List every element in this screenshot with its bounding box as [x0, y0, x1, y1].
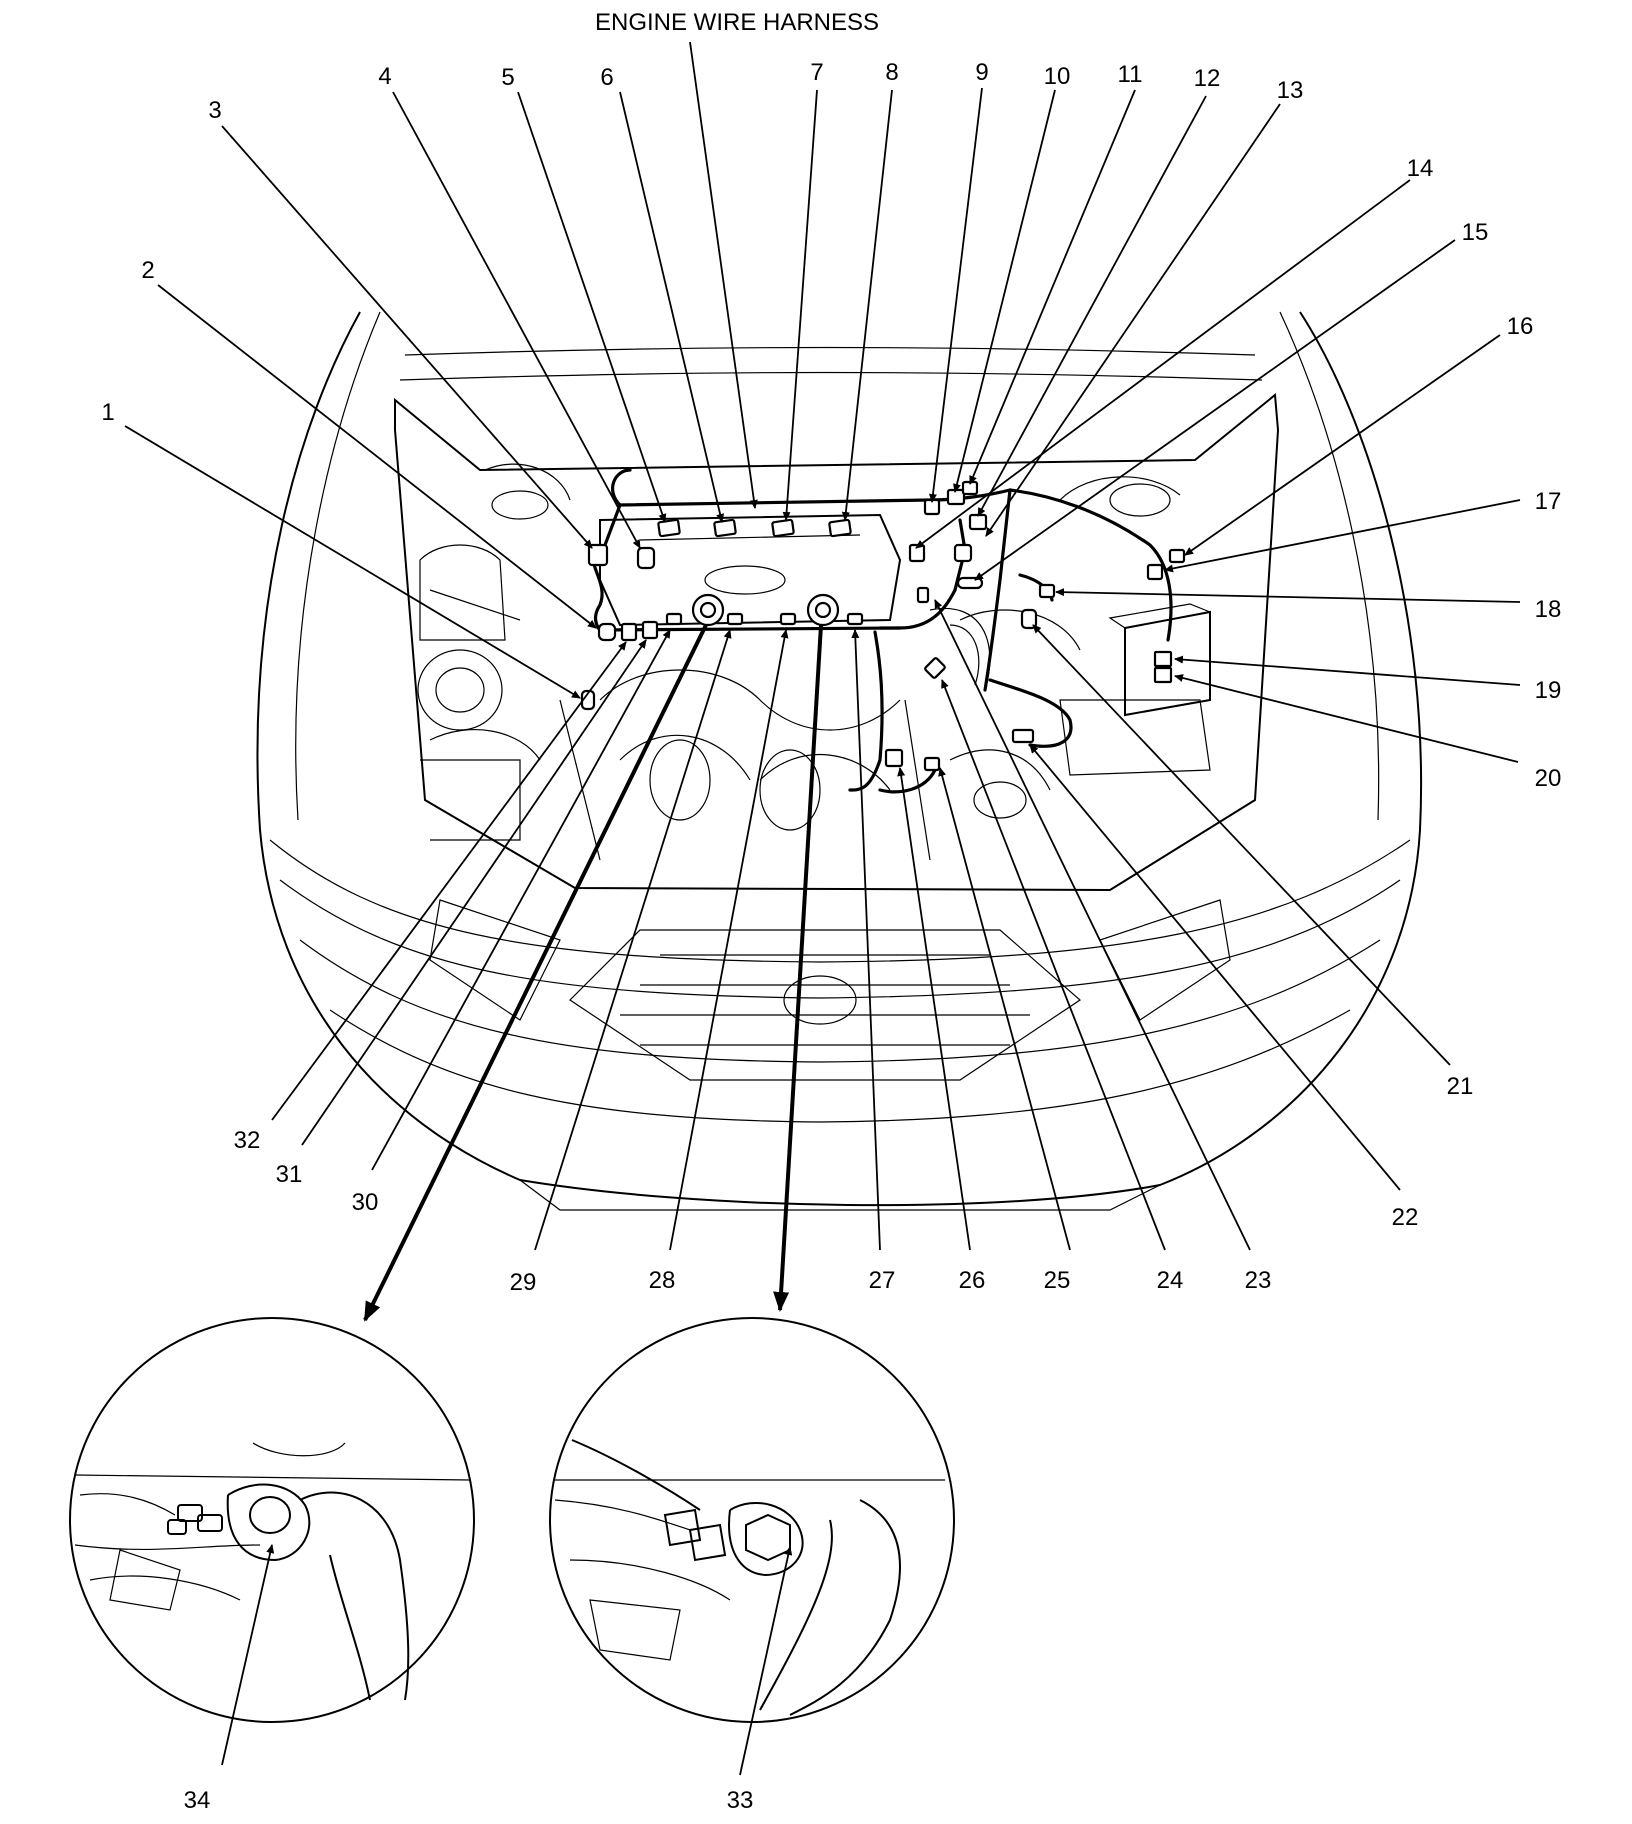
callout-label-24: 24 [1157, 1267, 1184, 1294]
callout-label-25: 25 [1044, 1267, 1071, 1294]
callout-label-2: 2 [141, 257, 154, 284]
callout-label-8: 8 [885, 59, 898, 86]
callout-label-21: 21 [1447, 1073, 1474, 1100]
callout-label-5: 5 [501, 64, 514, 91]
callout-label-13: 13 [1277, 77, 1304, 104]
callout-label-23: 23 [1245, 1267, 1272, 1294]
callout-label-9: 9 [975, 59, 988, 86]
callout-label-33: 33 [727, 1787, 754, 1814]
callout-label-34: 34 [184, 1787, 211, 1814]
vehicle-body-outline [256, 311, 1423, 1211]
callout-label-1: 1 [101, 399, 114, 426]
callout-label-32: 32 [234, 1127, 261, 1154]
diagram-title: ENGINE WIRE HARNESS [595, 9, 879, 36]
callout-label-12: 12 [1194, 65, 1221, 92]
detail-view-left [69, 1317, 475, 1723]
callout-label-20: 20 [1535, 765, 1562, 792]
callout-label-15: 15 [1462, 219, 1489, 246]
callout-label-4: 4 [378, 63, 391, 90]
callout-label-26: 26 [959, 1267, 986, 1294]
callout-label-10: 10 [1044, 63, 1071, 90]
callout-label-31: 31 [276, 1161, 303, 1188]
callout-label-11: 11 [1118, 61, 1143, 88]
callout-label-19: 19 [1535, 677, 1562, 704]
callout-label-17: 17 [1535, 488, 1562, 515]
callout-label-18: 18 [1535, 596, 1562, 623]
callout-label-6: 6 [600, 64, 613, 91]
callout-label-28: 28 [649, 1267, 676, 1294]
callout-label-29: 29 [510, 1269, 537, 1296]
callout-label-30: 30 [352, 1189, 379, 1216]
callout-label-14: 14 [1407, 155, 1434, 182]
callout-label-22: 22 [1392, 1204, 1419, 1231]
callout-label-27: 27 [869, 1267, 896, 1294]
callout-leaders [124, 41, 1521, 1776]
callout-label-7: 7 [810, 59, 823, 86]
callout-labels: 1 2 3 4 5 6 7 8 9 10 11 12 13 14 15 16 1… [101, 59, 1561, 1814]
callout-label-16: 16 [1507, 313, 1534, 340]
callout-label-3: 3 [208, 97, 221, 124]
harness-connectors [580, 480, 1186, 772]
detail-view-right [549, 1317, 955, 1723]
